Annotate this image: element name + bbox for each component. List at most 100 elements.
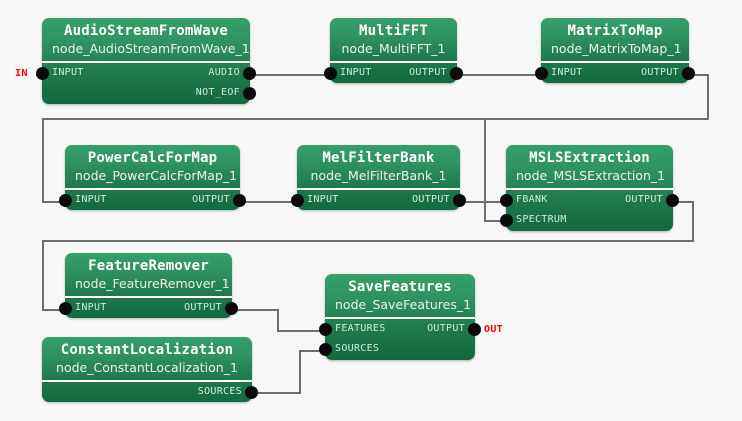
- node-title: MatrixToMap: [567, 23, 663, 39]
- node-header: FeatureRemover node_FeatureRemover_1: [65, 253, 232, 298]
- node-ports: SOURCES: [42, 382, 252, 402]
- port-row: INPUT OUTPUT: [541, 63, 689, 83]
- node-ports: FEATURES OUTPUT SOURCES: [325, 319, 475, 359]
- input-port-label: INPUT: [75, 302, 107, 313]
- output-port-dot[interactable]: [243, 67, 256, 80]
- output-port-label: OUTPUT: [409, 67, 447, 78]
- input-port-dot[interactable]: [319, 343, 332, 356]
- wire-featureremover-to-features[interactable]: [232, 309, 325, 332]
- output-port-dot[interactable]: [682, 67, 695, 80]
- output-port-dot[interactable]: [453, 194, 466, 207]
- node-title: PowerCalcForMap: [87, 150, 218, 166]
- input-port-dot[interactable]: [535, 67, 548, 80]
- port-row: INPUT OUTPUT: [297, 190, 460, 210]
- output-port-dot[interactable]: [468, 323, 481, 336]
- output-port-label: OUTPUT: [192, 194, 230, 205]
- input-port-dot[interactable]: [291, 194, 304, 207]
- input-port-dot[interactable]: [59, 194, 72, 207]
- input-port-label: FEATURES: [335, 323, 386, 334]
- node-ports: INPUT OUTPUT: [297, 190, 460, 210]
- node-subtitle: node_AudioStreamFromWave_1: [52, 41, 250, 56]
- wire-constantloc-to-sources[interactable]: [252, 350, 325, 394]
- output-port-label: AUDIO: [208, 67, 240, 78]
- port-row: INPUT AUDIO: [42, 63, 250, 83]
- node-ports: FBANK OUTPUT SPECTRUM: [506, 190, 673, 230]
- input-port-label: SPECTRUM: [516, 214, 567, 225]
- port-row: NOT_EOF: [42, 83, 250, 103]
- input-port-label: INPUT: [551, 67, 583, 78]
- input-port-label: INPUT: [52, 67, 84, 78]
- node-header: SaveFeatures node_SaveFeatures_1: [325, 274, 475, 319]
- output-port-dot[interactable]: [233, 194, 246, 207]
- node-title: MelFilterBank: [322, 150, 435, 166]
- output-port-dot[interactable]: [245, 386, 258, 399]
- input-port-label: INPUT: [307, 194, 339, 205]
- node-title: FeatureRemover: [88, 258, 209, 274]
- node-title: MultiFFT: [358, 23, 429, 39]
- node-subtitle: node_PowerCalcForMap_1: [75, 168, 238, 183]
- node-header: AudioStreamFromWave node_AudioStreamFromW…: [42, 18, 250, 63]
- output-port-label: SOURCES: [197, 386, 242, 397]
- port-row: INPUT OUTPUT: [65, 298, 232, 318]
- port-row: INPUT OUTPUT: [65, 190, 240, 210]
- input-port-label: INPUT: [340, 67, 372, 78]
- node-ports: INPUT OUTPUT: [65, 190, 240, 210]
- port-row: SPECTRUM: [506, 210, 673, 230]
- node-audio-stream-from-wave[interactable]: AudioStreamFromWave node_AudioStreamFromW…: [42, 18, 250, 104]
- node-ports: INPUT OUTPUT: [65, 298, 232, 318]
- node-title: AudioStreamFromWave: [64, 23, 228, 39]
- node-title: SaveFeatures: [348, 279, 452, 295]
- graph-input-terminal: IN: [15, 68, 28, 79]
- node-title: ConstantLocalization: [60, 342, 234, 358]
- output-port-label: OUTPUT: [184, 302, 222, 313]
- output-port-label: OUTPUT: [427, 323, 465, 334]
- node-header: MelFilterBank node_MelFilterBank_1: [297, 145, 460, 190]
- output-port-label: OUTPUT: [412, 194, 450, 205]
- node-subtitle: node_SaveFeatures_1: [335, 297, 472, 312]
- node-ports: INPUT AUDIO NOT_EOF: [42, 63, 250, 103]
- input-port-dot[interactable]: [500, 194, 513, 207]
- graph-output-terminal: OUT: [484, 324, 503, 335]
- node-subtitle: node_FeatureRemover_1: [75, 276, 230, 291]
- node-header: PowerCalcForMap node_PowerCalcForMap_1: [65, 145, 240, 190]
- input-port-label: FBANK: [516, 194, 548, 205]
- input-port-dot[interactable]: [59, 302, 72, 315]
- port-row: SOURCES: [325, 339, 475, 359]
- port-row: FBANK OUTPUT: [506, 190, 673, 210]
- input-port-label: INPUT: [75, 194, 107, 205]
- output-port-label: OUTPUT: [625, 194, 663, 205]
- port-row: SOURCES: [42, 382, 252, 402]
- input-port-dot[interactable]: [324, 67, 337, 80]
- output-port-dot[interactable]: [666, 194, 679, 207]
- input-port-dot[interactable]: [36, 67, 49, 80]
- input-port-dot[interactable]: [319, 323, 332, 336]
- output-port-label: NOT_EOF: [195, 87, 240, 98]
- output-port-dot[interactable]: [243, 87, 256, 100]
- node-ports: INPUT OUTPUT: [330, 63, 457, 83]
- node-subtitle: node_MSLSExtraction_1: [516, 168, 666, 183]
- node-constant-localization[interactable]: ConstantLocalization node_ConstantLocaliz…: [42, 337, 252, 402]
- node-subtitle: node_MelFilterBank_1: [310, 168, 447, 183]
- node-title: MSLSExtraction: [529, 150, 650, 166]
- output-port-dot[interactable]: [225, 302, 238, 315]
- node-subtitle: node_MatrixToMap_1: [551, 41, 682, 56]
- port-row: FEATURES OUTPUT: [325, 319, 475, 339]
- input-port-dot[interactable]: [500, 214, 513, 227]
- node-subtitle: node_ConstantLocalization_1: [56, 360, 238, 375]
- node-ports: INPUT OUTPUT: [541, 63, 689, 83]
- node-header: MSLSExtraction node_MSLSExtraction_1: [506, 145, 673, 190]
- output-port-dot[interactable]: [450, 67, 463, 80]
- node-header: MultiFFT node_MultiFFT_1: [330, 18, 457, 63]
- node-subtitle: node_MultiFFT_1: [341, 41, 446, 56]
- input-port-label: SOURCES: [335, 343, 380, 354]
- node-header: ConstantLocalization node_ConstantLocaliz…: [42, 337, 252, 382]
- output-port-label: OUTPUT: [641, 67, 679, 78]
